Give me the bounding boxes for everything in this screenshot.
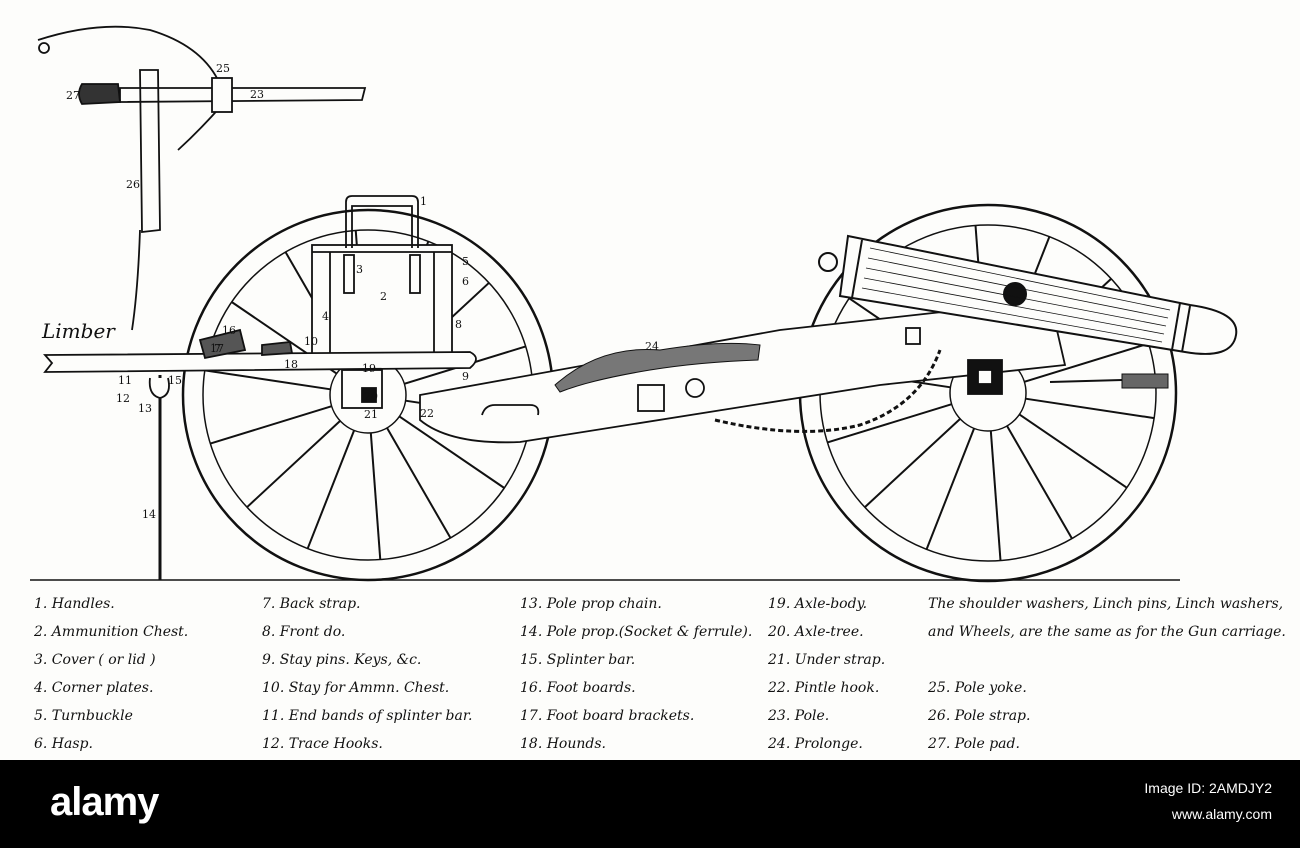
legend-entry: 24. Prolonge.: [768, 736, 863, 752]
callout-number: 18: [284, 358, 298, 371]
image-id-text: Image ID: 2AMDJY2: [1144, 780, 1272, 796]
cannon-barrel: [818, 234, 1238, 355]
wheel-spoke: [864, 418, 961, 508]
callout-number: 20: [364, 390, 378, 403]
legend-entry: 12. Trace Hooks.: [262, 736, 383, 752]
callout-number: 23: [250, 88, 264, 101]
site-url-link[interactable]: www.alamy.com: [1171, 806, 1272, 822]
callout-number: 12: [116, 392, 130, 405]
legend-entry: 6. Hasp.: [34, 736, 93, 752]
legend-entry: 7. Back strap.: [262, 596, 361, 612]
legend-entry: 8. Front do.: [262, 624, 346, 640]
wheel-spoke: [306, 430, 356, 549]
chain: [714, 349, 942, 433]
callout-number: 26: [126, 178, 140, 191]
callout-number: 7: [214, 342, 221, 355]
legend-entry: 22. Pintle hook.: [768, 680, 880, 696]
legend-column-3: 13. Pole prop chain. 14. Pole prop.(Socke…: [520, 590, 752, 758]
legend-entry: 25. Pole yoke.: [928, 680, 1027, 696]
callout-number: 4: [322, 310, 329, 323]
limber-frame: [43, 328, 477, 580]
legend-column-5: 25. Pole yoke. 26. Pole strap. 27. Pole pa…: [928, 674, 1030, 758]
callout-number: 1: [420, 195, 427, 208]
legend-entry: 27. Pole pad.: [928, 736, 1020, 752]
wheel-spoke: [925, 428, 976, 550]
wheel-spoke: [989, 430, 1002, 561]
stock-footer-bar: alamy Image ID: 2AMDJY2 www.alamy.com: [0, 760, 1300, 848]
wheel-spoke: [1024, 342, 1149, 383]
legend-entry: 2. Ammunition Chest.: [34, 624, 189, 640]
wheel-spoke: [1025, 397, 1155, 420]
legend-entry: 16. Foot boards.: [520, 680, 636, 696]
callout-number: 14: [142, 508, 156, 521]
pole-yoke-inset: [37, 25, 367, 331]
callout-number: 17: [210, 342, 224, 355]
wheel-spoke: [1018, 413, 1128, 489]
wheel-spoke: [369, 432, 382, 560]
legend-entry: 1. Handles.: [34, 596, 115, 612]
prolonge-rope: [554, 342, 761, 393]
legend-entry: 11. End bands of splinter bar.: [262, 708, 473, 724]
legend-entry: 9. Stay pins. Keys, &c.: [262, 652, 422, 668]
wheel-spoke: [386, 427, 452, 539]
callout-number: 5: [462, 255, 469, 268]
sponge-head: [1121, 373, 1169, 389]
legend-column-2: 7. Back strap. 8. Front do. 9. Stay pins. …: [262, 590, 472, 758]
legend-entry: 14. Pole prop.(Socket & ferrule).: [520, 624, 753, 640]
sponge-staff: [1049, 379, 1123, 383]
legend-column-1: 1. Handles. 2. Ammunition Chest. 3. Cover …: [34, 590, 188, 758]
callout-number: 8: [455, 318, 462, 331]
wheel-spoke: [246, 420, 341, 508]
legend-entry: 18. Hounds.: [520, 736, 606, 752]
legend-entry: 5. Turnbuckle: [34, 708, 133, 724]
callout-number: 11: [118, 374, 132, 387]
legend-entry: 21. Under strap.: [768, 652, 886, 668]
callout-number: 13: [138, 402, 152, 415]
legend-entry: 13. Pole prop chain.: [520, 596, 662, 612]
callout-number: 21: [364, 408, 378, 421]
legend-column-4: 19. Axle-body. 20. Axle-tree. 21. Under st…: [768, 590, 885, 758]
callout-number: 9: [462, 370, 469, 383]
legend-entry: 15. Splinter bar.: [520, 652, 636, 668]
wheel-spoke: [204, 369, 331, 391]
wheel-spoke: [1006, 425, 1073, 540]
callout-number: 2: [380, 290, 387, 303]
legend-entry: 17. Foot board brackets.: [520, 708, 695, 724]
legend-note: The shoulder washers, Linch pins, Linch …: [928, 596, 1286, 640]
legend-entry: 26. Pole strap.: [928, 708, 1031, 724]
callout-number: 25: [216, 62, 230, 75]
legend-entry: 3. Cover ( or lid ): [34, 652, 156, 668]
wheel-spoke: [210, 405, 332, 445]
alamy-logo[interactable]: alamy: [50, 780, 159, 824]
wheel-spoke: [827, 403, 952, 444]
callout-number: 16: [222, 324, 236, 337]
legend-entry: 10. Stay for Ammn. Chest.: [262, 680, 450, 696]
limber-label: Limber: [41, 319, 116, 343]
legend-entry: 19. Axle-body.: [768, 596, 868, 612]
callout-number: 24: [645, 340, 659, 353]
wheel-spoke: [398, 415, 505, 489]
legend-entry: 23. Pole.: [768, 708, 830, 724]
gun-trail: [419, 299, 1067, 444]
callout-number: 10: [304, 335, 318, 348]
callout-number: 22: [420, 407, 434, 420]
callout-number: 15: [168, 374, 182, 387]
legend-entry: 4. Corner plates.: [34, 680, 154, 696]
callout-number: 6: [462, 275, 469, 288]
ammunition-chest: [311, 195, 453, 358]
callout-number: 3: [356, 263, 363, 276]
legend-entry: 20. Axle-tree.: [768, 624, 864, 640]
callout-number: 19: [362, 362, 376, 375]
callout-number: 27: [66, 89, 80, 102]
